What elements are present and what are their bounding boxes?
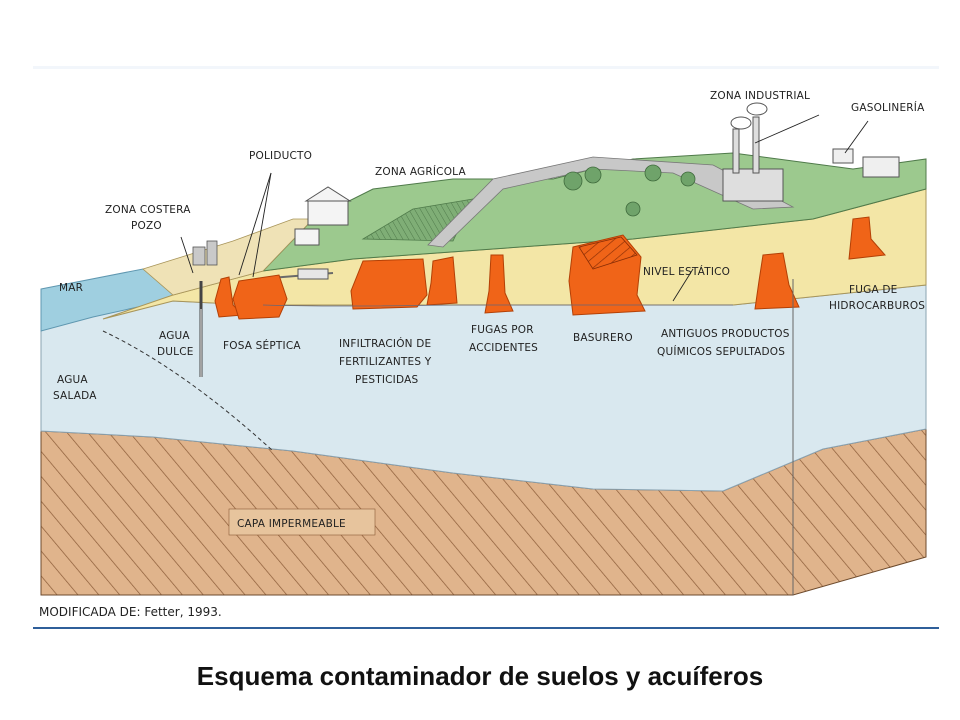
- leader-lines: [180, 114, 869, 302]
- capa-impermeable-box: [228, 508, 376, 536]
- label-zona-industrial: ZONA INDUSTRIAL: [710, 90, 810, 102]
- label-infiltracion-1: INFILTRACIÓN DE: [339, 337, 431, 350]
- label-fosa-septica: FOSA SÉPTICA: [223, 339, 301, 352]
- label-accidentes: ACCIDENTES: [469, 342, 538, 354]
- buried-chemicals-plume: [754, 252, 800, 310]
- label-capa-impermeable: CAPA IMPERMEABLE: [237, 518, 346, 530]
- road: [427, 156, 795, 248]
- coastal-buildings: [192, 240, 218, 266]
- source-credit: MODIFICADA DE: Fetter, 1993.: [39, 605, 222, 619]
- accident-plume: [484, 254, 514, 314]
- label-fuga-de: FUGA DE: [849, 284, 898, 296]
- label-antiguos-2: QUÍMICOS SEPULTADOS: [657, 345, 785, 358]
- label-infiltracion-3: PESTICIDAS: [355, 374, 418, 386]
- nivel-estatico-line: [262, 304, 733, 307]
- label-mar: MAR: [59, 282, 83, 294]
- label-fugas-por: FUGAS POR: [471, 324, 534, 336]
- gas-station: [832, 148, 900, 178]
- label-basurero: BASURERO: [573, 332, 633, 344]
- label-infiltracion-2: FERTILIZANTES Y: [339, 356, 432, 368]
- label-agua-salada-1: AGUA: [57, 374, 88, 386]
- label-agua-dulce-2: DULCE: [157, 346, 194, 358]
- label-pozo: POZO: [131, 220, 162, 232]
- landfill-trash: [578, 236, 638, 270]
- label-poliducto: POLIDUCTO: [249, 150, 312, 162]
- label-agua-salada-2: SALADA: [53, 390, 97, 402]
- label-zona-costera: ZONA COSTERA: [105, 204, 191, 216]
- hydrocarbon-plume: [848, 216, 887, 260]
- farm-buildings: [294, 186, 352, 246]
- figure-caption: Esquema contaminador de suelos y acuífer…: [196, 661, 764, 691]
- groundwater-contamination-diagram: MAR ZONA COSTERA POZO POLIDUCTO ZONA AGR…: [39, 90, 927, 619]
- saltwater-interface: [102, 330, 274, 452]
- industrial-zone: [722, 102, 784, 202]
- fertilizer-plume: [350, 258, 428, 310]
- label-nivel-estatico: NIVEL ESTÁTICO: [643, 265, 730, 278]
- septic-plume-2: [232, 274, 288, 320]
- septic-tank: [297, 268, 329, 280]
- label-zona-agricola: ZONA AGRÍCOLA: [375, 165, 466, 178]
- label-agua-dulce-1: AGUA: [159, 330, 190, 342]
- label-antiguos-1: ANTIGUOS PRODUCTOS: [661, 328, 790, 340]
- label-gasolineria: GASOLINERÍA: [851, 101, 925, 114]
- diagram-frame: MAR ZONA COSTERA POZO POLIDUCTO ZONA AGR…: [33, 66, 939, 629]
- fertilizer-plume-2: [426, 256, 458, 306]
- label-hidrocarburos: HIDROCARBUROS: [829, 300, 925, 312]
